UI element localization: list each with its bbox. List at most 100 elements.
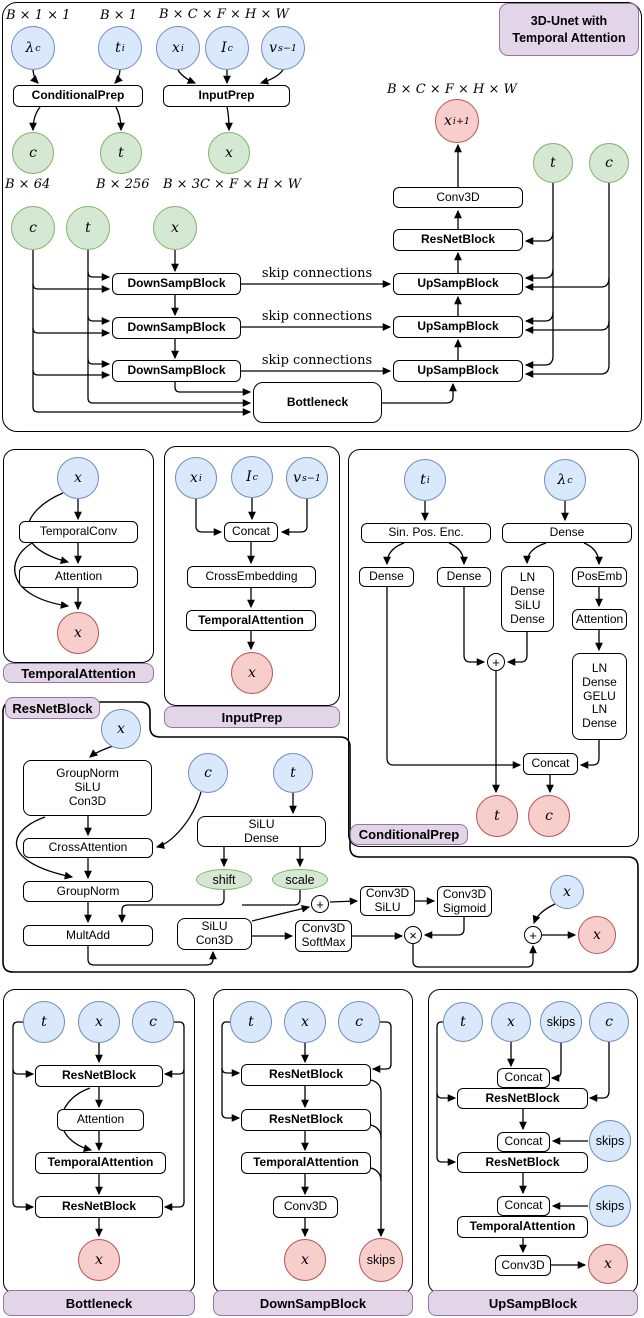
node-c-in: c <box>188 753 228 793</box>
node-skips-in-3: skips <box>589 1185 631 1227</box>
block-resnet-2: ResNetBlock <box>457 1152 588 1173</box>
block-temporal-attention: TemporalAttention <box>457 1216 588 1238</box>
dim-label-b256: B × 256 <box>96 177 150 192</box>
block-conv3d-main: Conv3D <box>393 187 523 208</box>
footer-bottleneck: Bottleneck <box>3 1290 195 1316</box>
node-x-in: x <box>78 1001 120 1043</box>
block-upsamp-2: UpSampBlock <box>393 316 523 338</box>
node-c-unet: c <box>11 206 55 250</box>
node-x-unet: x <box>153 206 197 250</box>
block-ln-dense-gelu-ln-dense: LN Dense GELU LN Dense <box>572 653 627 740</box>
node-t-in: t <box>23 1001 65 1043</box>
block-conv3d: Conv3D <box>273 1196 338 1218</box>
block-downsamp-3: DownSampBlock <box>112 360 241 382</box>
block-group-norm: GroupNorm <box>23 881 153 902</box>
block-cross-embedding: CrossEmbedding <box>187 566 316 588</box>
node-x-residual: x <box>550 875 584 909</box>
dim-label-b11: B × 1 × 1 <box>6 8 71 23</box>
block-silu-dense: SiLU Dense <box>197 816 326 847</box>
block-dense-1: Dense <box>359 567 414 587</box>
title-badge: 3D-Unet with Temporal Attention <box>499 3 639 56</box>
node-x-result: x <box>578 916 616 954</box>
skip-connections-label: skip connections <box>261 309 373 324</box>
block-concat-3: Concat <box>497 1196 550 1216</box>
block-conditional-prep: ConditionalPrep <box>13 85 143 107</box>
node-t-right: t <box>533 143 573 183</box>
block-ln-dense-silu-dense: LN Dense SiLU Dense <box>501 566 554 632</box>
dim-label-bcfhw: B × C × F × H × W <box>159 7 289 22</box>
dim-label-b1: B × 1 <box>100 8 137 23</box>
block-resnet-1: ResNetBlock <box>457 1088 588 1109</box>
block-conv3d: Conv3D <box>495 1255 551 1276</box>
dim-label-b64: B × 64 <box>5 177 51 192</box>
node-x-in: x <box>491 1002 531 1042</box>
node-x-in: x <box>101 709 141 749</box>
footer-conditional-prep: ConditionalPrep <box>350 824 468 845</box>
skip-connections-label: skip connections <box>261 266 373 281</box>
block-cross-attention: CrossAttention <box>23 838 153 858</box>
block-conv3d-softmax: Conv3D SoftMax <box>295 920 352 952</box>
block-resnet-1: ResNetBlock <box>35 1065 163 1087</box>
node-c-result: c <box>528 795 570 837</box>
block-dense: Dense <box>502 523 632 543</box>
node-x-result: x <box>57 612 99 654</box>
block-resnet-main: ResNetBlock <box>393 229 523 251</box>
node-x-result: x <box>231 652 273 694</box>
block-temporal-attention: TemporalAttention <box>241 1152 371 1174</box>
block-silu-con3d: SiLU Con3D <box>177 918 252 950</box>
node-x-in: x <box>284 1001 326 1043</box>
block-downsamp-2: DownSampBlock <box>112 317 241 339</box>
times-operator: × <box>404 926 422 944</box>
node-t-unet: t <box>66 206 110 250</box>
node-skips-in-2: skips <box>589 1120 631 1162</box>
node-x-in: x <box>57 457 99 499</box>
block-mult-add: MultAdd <box>23 925 153 946</box>
plus-operator: + <box>311 895 329 913</box>
node-scale: scale <box>272 869 328 890</box>
node-t-result: t <box>476 795 518 837</box>
node-x-result: x <box>588 1244 628 1284</box>
node-c-right: c <box>589 143 629 183</box>
footer-upsamp-block: UpSampBlock <box>428 1290 638 1316</box>
block-temporal-conv: TemporalConv <box>19 521 138 543</box>
node-t-in: t <box>273 753 313 793</box>
block-bottleneck-main: Bottleneck <box>253 382 382 423</box>
block-sin-pos-enc: Sin. Pos. Enc. <box>361 523 491 543</box>
block-temporal-attention: TemporalAttention <box>186 610 316 631</box>
block-temporal-attention: TemporalAttention <box>35 1152 166 1174</box>
node-c-in: c <box>338 1001 380 1043</box>
block-input-prep: InputPrep <box>163 85 290 107</box>
block-resnet-1: ResNetBlock <box>241 1064 371 1086</box>
block-upsamp-3: UpSampBlock <box>393 360 523 382</box>
block-conv3d-sigmoid: Conv3D Sigmoid <box>437 886 492 917</box>
block-groupnorm-silu-con3d: GroupNorm SiLU Con3D <box>23 760 152 816</box>
block-concat-1: Concat <box>497 1068 550 1088</box>
block-conv3d-silu: Conv3D SiLU <box>360 886 415 916</box>
node-c-in: c <box>132 1001 174 1043</box>
panel-conditional-prep <box>348 449 639 847</box>
block-downsamp-1: DownSampBlock <box>112 273 241 295</box>
block-upsamp-1: UpSampBlock <box>393 273 523 295</box>
block-concat-2: Concat <box>497 1132 550 1152</box>
plus-operator: + <box>487 653 505 671</box>
node-skips-in-1: skips <box>540 1001 582 1043</box>
block-pos-emb: PosEmb <box>572 567 627 587</box>
node-x-out: x <box>208 132 250 174</box>
dim-label-b3cfhw: B × 3C × F × H × W <box>163 177 302 192</box>
block-attention: Attention <box>57 1109 144 1131</box>
node-t-in: t <box>230 1001 272 1043</box>
node-t-out: t <box>100 132 142 174</box>
block-resnet-2: ResNetBlock <box>241 1109 371 1131</box>
header-resnet-block: ResNetBlock <box>5 697 100 719</box>
dim-label-bcfhw-out: B × C × F × H × W <box>387 82 517 97</box>
